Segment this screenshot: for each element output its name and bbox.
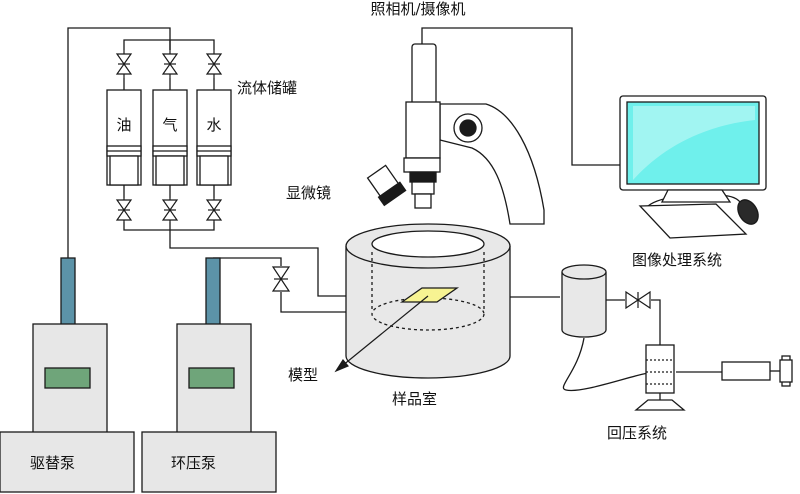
valves: [115, 50, 651, 310]
valve-water-bottom[interactable]: [205, 198, 223, 222]
label-model: 模型: [288, 366, 318, 384]
valve-water-top[interactable]: [205, 50, 223, 78]
computer: [619, 95, 767, 239]
sample-chamber: [345, 223, 511, 379]
back-pressure-vessel: [561, 264, 607, 338]
label-fluid-tanks: 流体储罐: [237, 79, 297, 97]
valve-confining[interactable]: [271, 266, 291, 292]
label-confining-pump: 环压泵: [171, 454, 216, 472]
tank-label-gas: 气: [162, 116, 177, 134]
camera-cable: [421, 27, 624, 166]
tank-label-water: 水: [206, 116, 221, 134]
microscope-body: [405, 101, 441, 159]
valve-gas-bottom[interactable]: [161, 198, 179, 222]
back-pressure-regulator: [634, 344, 686, 411]
valve-oil-top[interactable]: [115, 50, 133, 78]
tank-label-oil: 油: [116, 116, 131, 134]
objective-lens: [414, 193, 432, 209]
tank-water: [196, 89, 232, 186]
model-pointer: [334, 295, 429, 373]
pump-base: [0, 431, 135, 493]
pump-base: [141, 431, 277, 493]
valve-gas-top[interactable]: [161, 50, 179, 78]
pump-rod: [205, 257, 221, 327]
pump-display: [188, 367, 235, 389]
pump-display: [44, 367, 91, 389]
valve-to-backpressure-line: [651, 299, 661, 345]
camera-tube: [411, 43, 437, 107]
monitor-screen: [626, 101, 760, 185]
bottom-manifold: [123, 222, 215, 231]
confining-line-a: [213, 257, 282, 266]
label-sample-chamber: 样品室: [392, 390, 437, 408]
confining-pump: [141, 257, 277, 493]
monitor-stand: [660, 189, 732, 203]
pump-rod: [60, 257, 76, 327]
label-back-pressure: 回压系统: [607, 424, 667, 442]
displacement-pump: [0, 257, 135, 493]
tank-gas: [152, 89, 188, 186]
syringe: [721, 355, 793, 387]
valve-outlet[interactable]: [625, 290, 651, 310]
label-image-system: 图像处理系统: [632, 251, 722, 269]
pump-to-tanks-line: [67, 27, 171, 258]
microscope: [366, 43, 545, 225]
valve-oil-bottom[interactable]: [115, 198, 133, 222]
label-displacement-pump: 驱替泵: [30, 454, 75, 472]
keyboard[interactable]: [638, 203, 748, 239]
label-camera: 照相机/摄像机: [370, 0, 465, 18]
vessel-wire: [562, 337, 657, 392]
mouse[interactable]: [734, 196, 763, 228]
tank-oil: [106, 89, 142, 186]
top-manifold: [123, 39, 215, 50]
fluid-tanks: [106, 89, 232, 186]
model-plate: [399, 287, 460, 303]
label-microscope: 显微镜: [286, 184, 331, 202]
